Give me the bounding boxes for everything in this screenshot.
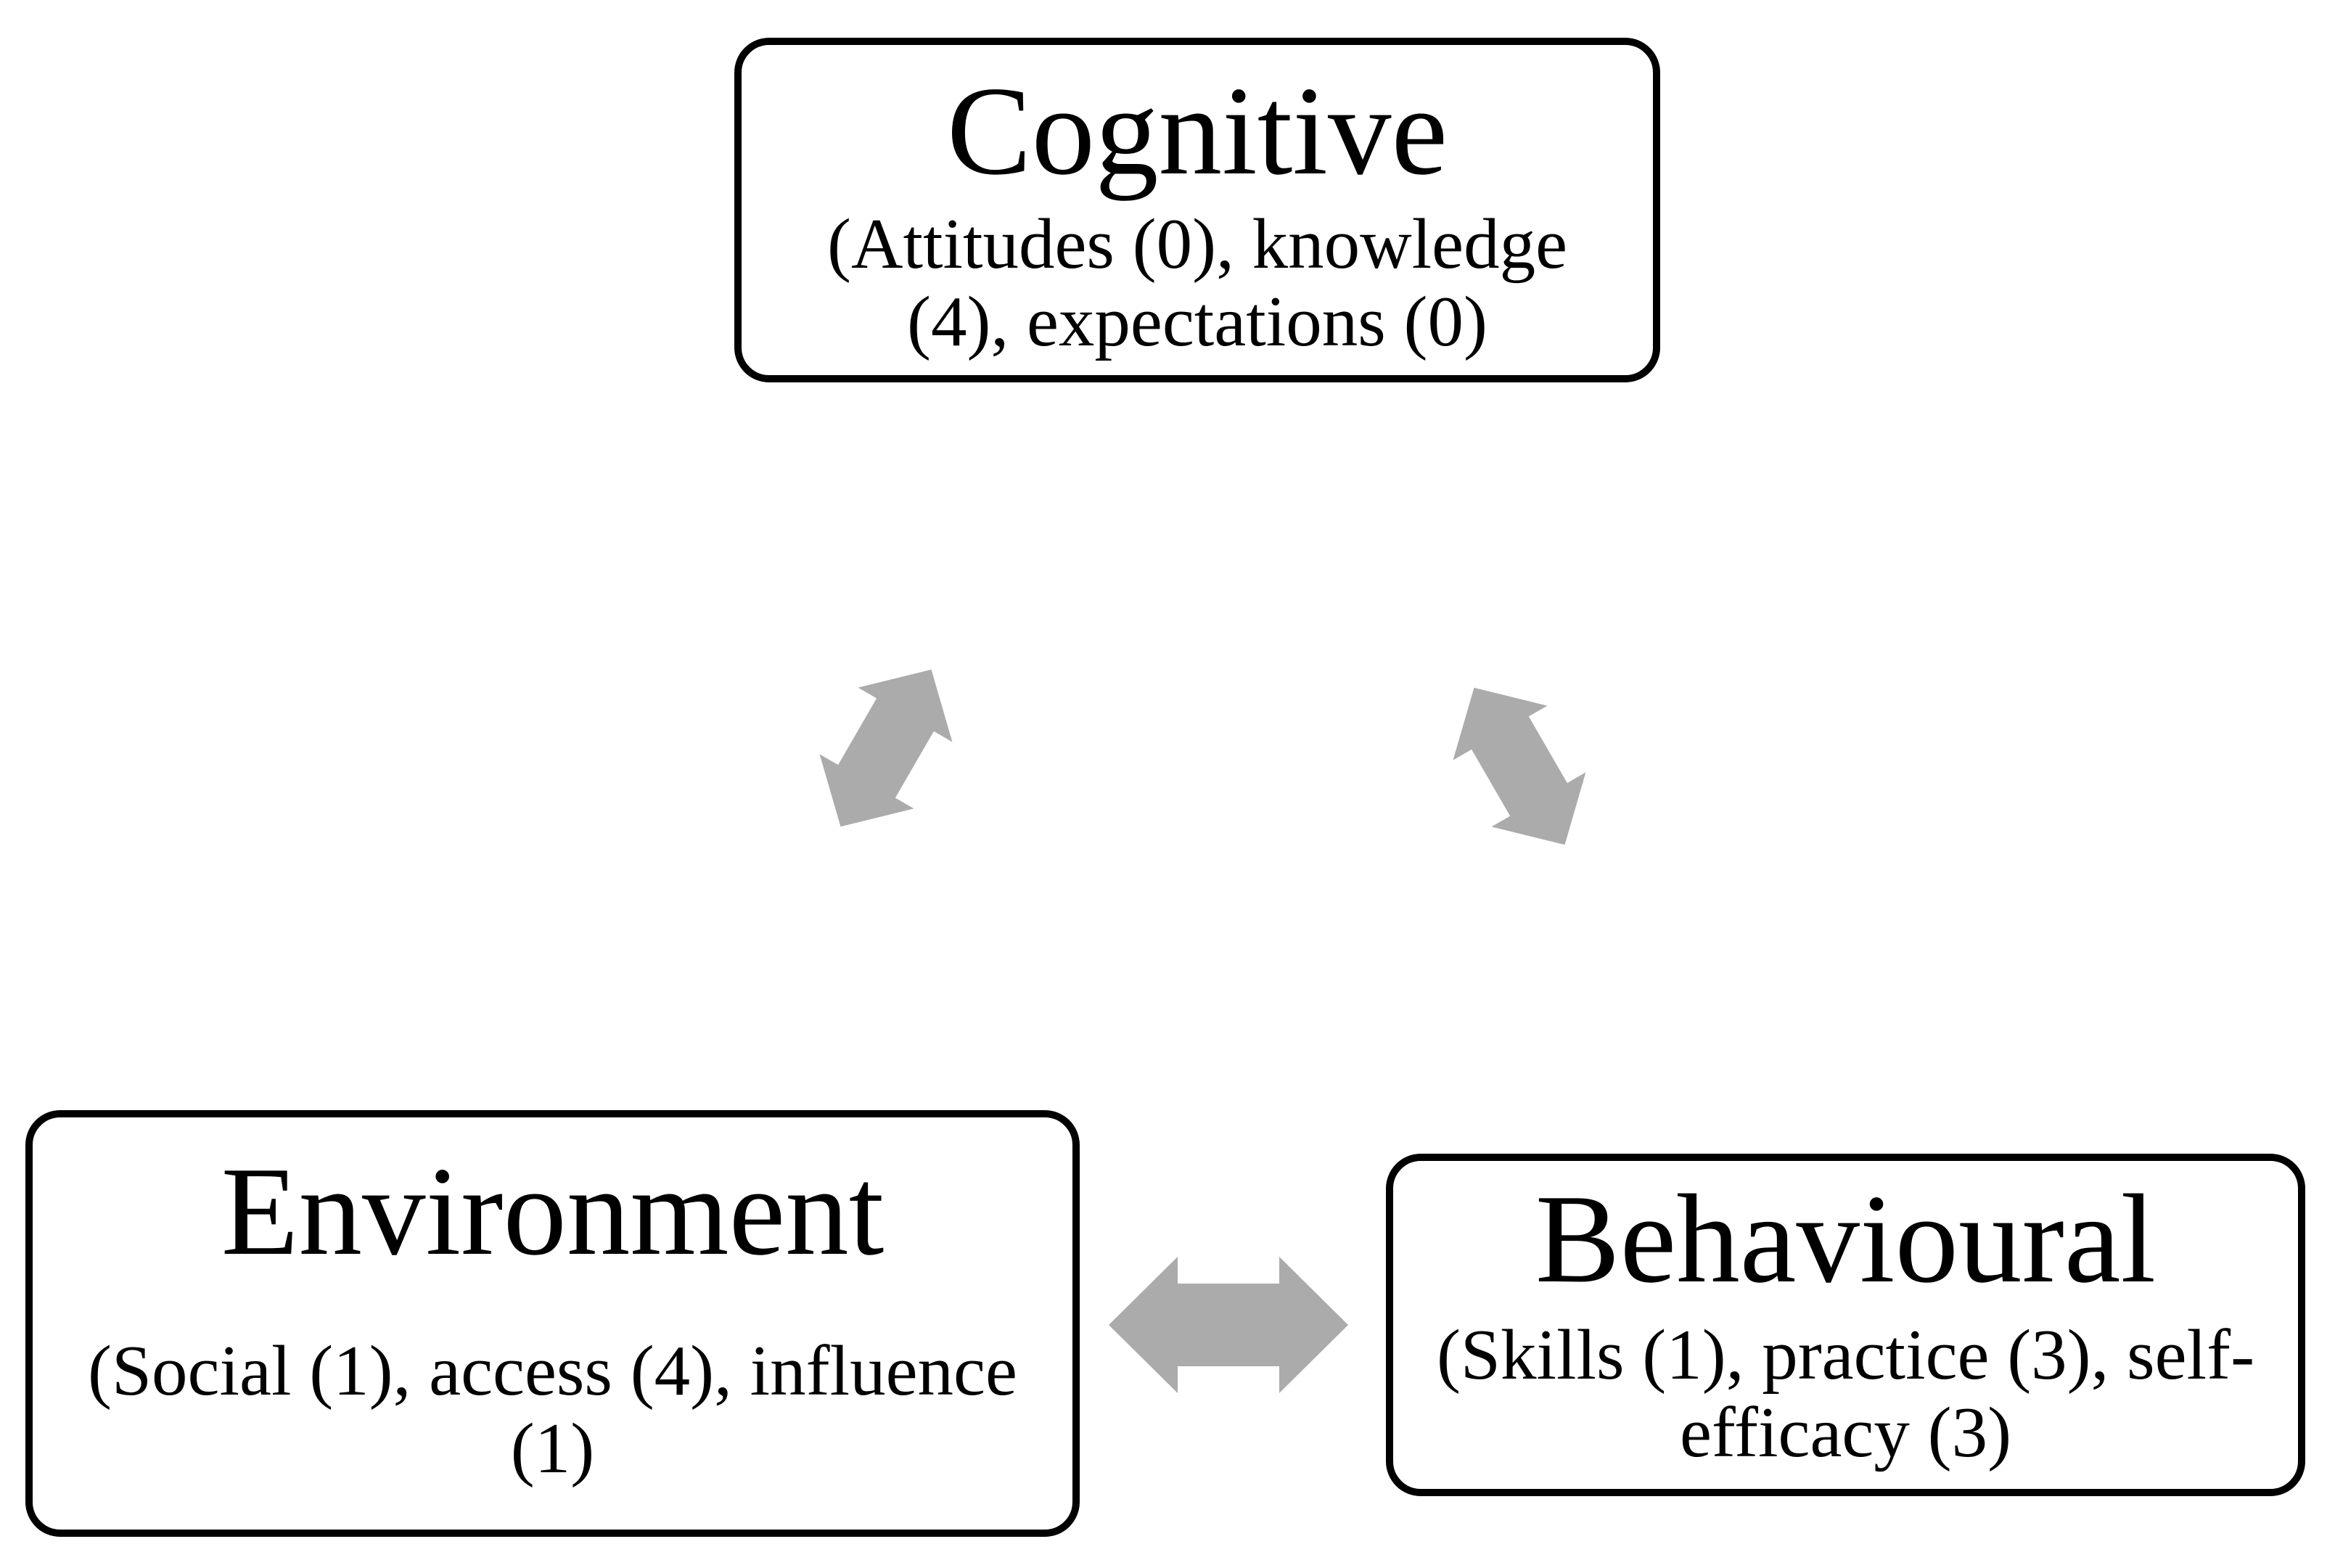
double-arrow-cognitive-behavioural-icon xyxy=(1427,660,1612,872)
node-environment-subtitle: (Social (1), access (4), influence (1) xyxy=(88,1331,1017,1488)
double-arrow-cognitive-environment-icon xyxy=(794,642,979,854)
node-environment: Environment (Social (1), access (4), inf… xyxy=(25,1110,1080,1537)
node-behavioural-title: Behavioural xyxy=(1535,1168,2157,1310)
node-cognitive-title: Cognitive xyxy=(946,59,1448,201)
node-behavioural: Behavioural (Skills (1), practice (3), s… xyxy=(1386,1154,2305,1496)
double-arrow-environment-behavioural-icon xyxy=(1109,1257,1348,1393)
node-cognitive-subtitle: (Attitudes (0), knowledge (4), expectati… xyxy=(826,204,1568,361)
node-environment-title: Environment xyxy=(221,1141,885,1282)
node-behavioural-subtitle: (Skills (1), practice (3), self- efficac… xyxy=(1436,1315,2255,1472)
node-cognitive: Cognitive (Attitudes (0), knowledge (4),… xyxy=(734,38,1660,382)
